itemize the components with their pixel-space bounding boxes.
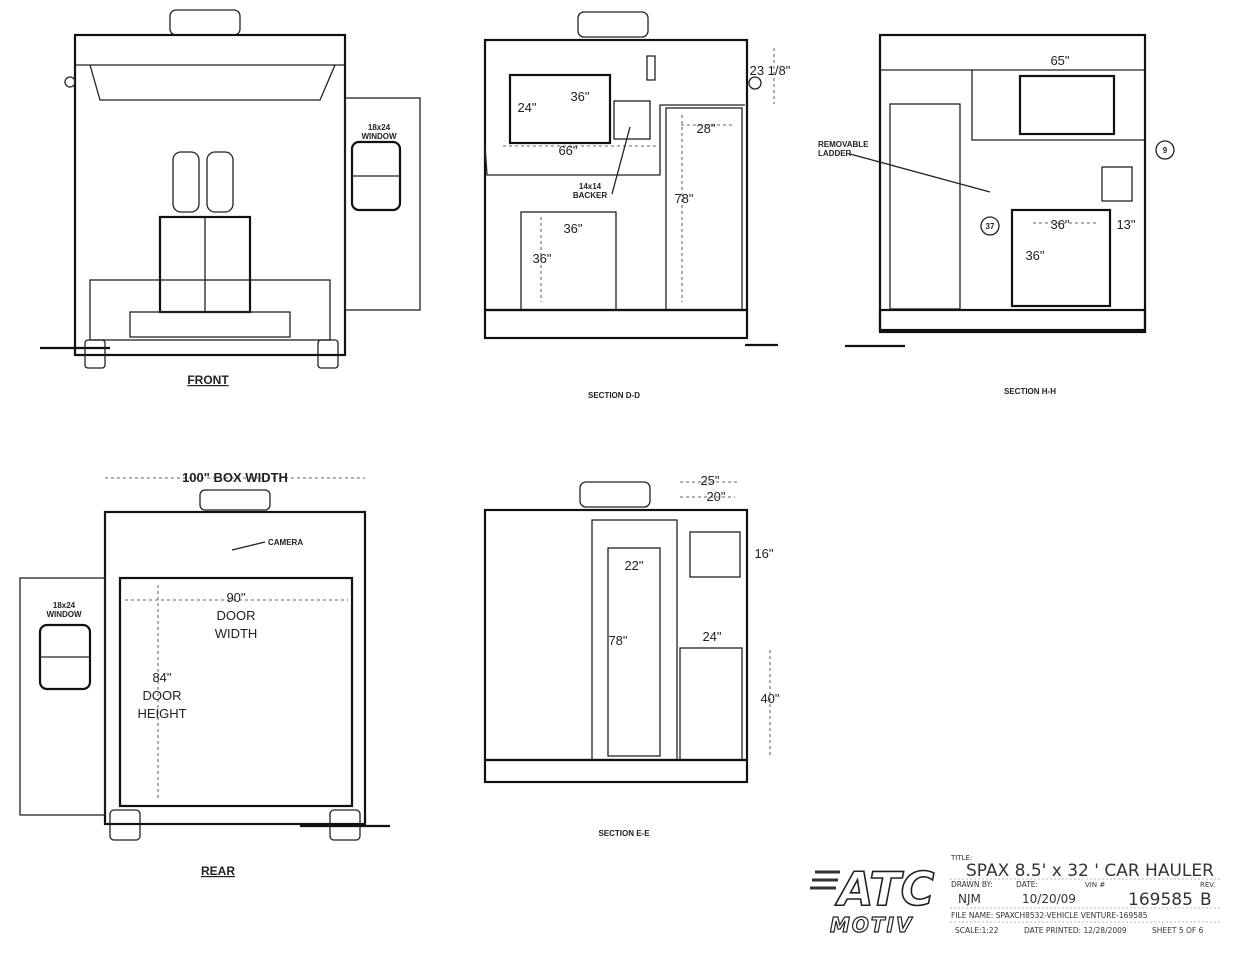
dimension-label: 24" <box>702 629 721 644</box>
dimension-label: 65" <box>1050 53 1069 68</box>
front-view: 18x24 WINDOW FRONT <box>40 9 421 387</box>
vin-label: VIN # <box>1085 881 1105 889</box>
drawn-by-label: DRAWN BY: <box>951 880 993 889</box>
date-printed: DATE PRINTED: 12/28/2009 <box>1024 926 1127 935</box>
sheet-number: SHEET 5 OF 6 <box>1152 926 1204 935</box>
dimension-label: 13" <box>1116 217 1135 232</box>
dimension-label: 36" <box>1025 248 1044 263</box>
trailer-body <box>103 510 367 826</box>
dimension-label: 36" <box>563 221 582 236</box>
dimension-label: 28" <box>696 121 715 136</box>
dimension-label: 22" <box>624 558 643 573</box>
box-width-dimension: 100" BOX WIDTH <box>182 470 288 485</box>
propane-tank-icon <box>206 151 234 213</box>
propane-tank-icon <box>172 151 200 213</box>
slide-out-panel <box>19 577 106 816</box>
view-label-front: FRONT <box>187 373 229 387</box>
wheel-icon <box>317 339 339 369</box>
dimension-label: 25" <box>700 473 719 488</box>
section-dd-view: 36" 24" 66" 23 1/8" 28" 78" 36" 36" 14x1… <box>483 11 791 400</box>
rev-value: B <box>1200 890 1212 910</box>
wheel-icon <box>84 339 106 369</box>
logo-text: ATC <box>835 862 935 916</box>
window-note: 18x24 <box>368 123 391 132</box>
dimension-label: 36" <box>532 251 551 266</box>
backer-note: BACKER <box>573 191 607 200</box>
dimension-label: 20" <box>706 489 725 504</box>
ladder-area <box>889 103 961 310</box>
door-width-label: WIDTH <box>215 626 258 641</box>
cabinet <box>665 107 743 311</box>
door-width-label: 90" <box>226 590 245 605</box>
drawing-title: SPAX 8.5' x 32 ' CAR HAULER <box>966 861 1214 881</box>
roof-ac-unit <box>169 9 241 36</box>
section-hh-view: 9 37 65" 36" 36" 13" REMOVABLE LADDER SE… <box>818 33 1175 396</box>
dimension-label: 16" <box>754 546 773 561</box>
date-value: 10/20/09 <box>1022 892 1076 906</box>
dimension-label: 36" <box>570 89 589 104</box>
rear-door <box>118 576 354 808</box>
floor-hatch <box>483 308 749 340</box>
dimension-label: 78" <box>674 191 693 206</box>
drawn-by-value: NJM <box>958 892 981 906</box>
view-label-section-ee: SECTION E-E <box>598 829 650 838</box>
ladder-note: REMOVABLE <box>818 140 869 149</box>
window-outline <box>1018 74 1116 136</box>
camera-note: CAMERA <box>268 538 303 547</box>
ladder-note: LADDER <box>818 149 852 158</box>
door <box>607 547 661 757</box>
window-outline <box>508 73 612 145</box>
callout-label: 37 <box>986 222 995 231</box>
dimension-label: 23 1/8" <box>750 63 791 78</box>
view-label-section-dd: SECTION D-D <box>588 391 640 400</box>
title-label: TITLE: <box>950 854 972 862</box>
rev-label: REV. <box>1200 881 1215 889</box>
trailer-body <box>73 33 347 357</box>
rear-view: 100" BOX WIDTH CAMERA 90" DOOR WIDTH 84"… <box>19 470 390 878</box>
window-note: WINDOW <box>46 610 82 619</box>
callout-label: 9 <box>1163 146 1168 155</box>
dimension-label: 24" <box>517 100 536 115</box>
cabinet <box>1010 208 1112 308</box>
floor-hatch <box>483 758 749 784</box>
date-label: DATE: <box>1016 880 1038 889</box>
atc-motiv-logo: ATC MOTIV <box>810 861 935 938</box>
door-height-label: 84" <box>152 670 171 685</box>
view-label-rear: REAR <box>201 864 235 878</box>
scale: SCALE:1:22 <box>955 926 999 935</box>
floor-hatch <box>878 308 1147 334</box>
section-ee-view: 25" 20" 16" 22" 78" 24" 40" SECTION E-E <box>483 473 780 838</box>
wheel-icon <box>109 809 141 841</box>
callout-9 <box>1155 140 1175 160</box>
logo-text: MOTIV <box>830 913 913 937</box>
file-name: FILE NAME: SPAXCH8532-VEHICLE VENTURE-16… <box>951 911 1148 920</box>
door-width-label: DOOR <box>217 608 256 623</box>
dimension-label: 36" <box>1050 217 1069 232</box>
door-height-label: DOOR <box>143 688 182 703</box>
title-block: ATC MOTIV TITLE: SPAX 8.5' x 32 ' CAR HA… <box>810 854 1222 938</box>
view-label-section-hh: SECTION H-H <box>1004 387 1056 396</box>
dimension-label: 66" <box>558 143 577 158</box>
slide-out-panel <box>344 97 421 311</box>
window-note: WINDOW <box>361 132 397 141</box>
window-note: 18x24 <box>53 601 76 610</box>
backer-note: 14x14 <box>579 182 602 191</box>
door-height-label: HEIGHT <box>137 706 186 721</box>
cabinet <box>679 647 743 761</box>
vin-value: 169585 <box>1128 890 1193 910</box>
section-outline <box>878 33 1147 332</box>
dimension-label: 78" <box>608 633 627 648</box>
dimension-label: 40" <box>760 691 779 706</box>
callout-37 <box>980 216 1000 236</box>
